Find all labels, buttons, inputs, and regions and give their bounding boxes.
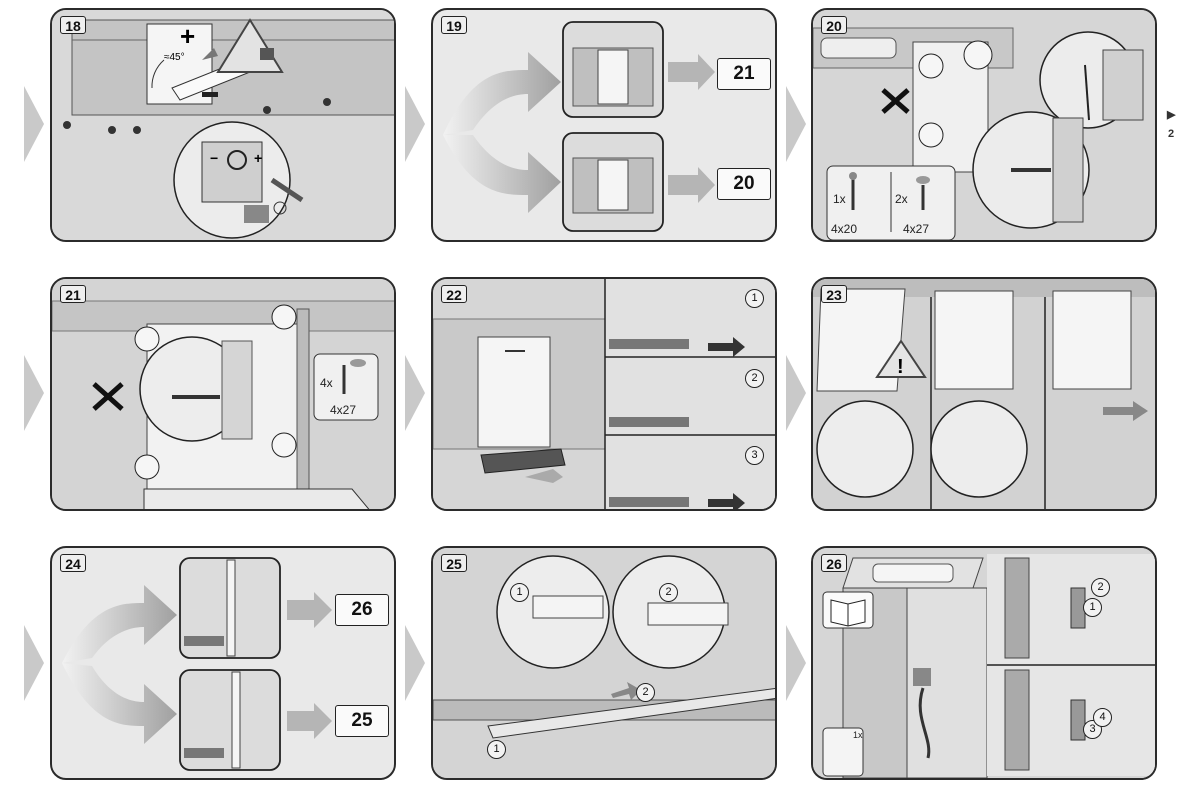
step-number: 22 bbox=[441, 285, 467, 303]
step-chevron bbox=[24, 625, 44, 701]
screw-size: 4x27 bbox=[330, 403, 357, 417]
step-chevron bbox=[786, 355, 806, 431]
step-20-panel: 20 1x 4x20 2x 4x27 bbox=[811, 8, 1157, 242]
step-19-illustration bbox=[443, 21, 715, 232]
next-page-marker: ▶ bbox=[1167, 109, 1176, 121]
go-to-step-26[interactable]: 26 bbox=[335, 594, 389, 626]
sub-step-1: 1 bbox=[510, 583, 529, 602]
sub-step-1: 1 bbox=[1083, 598, 1102, 617]
step-number: 26 bbox=[821, 554, 847, 572]
step-number: 18 bbox=[60, 16, 86, 34]
screw-quantity: 4x bbox=[320, 376, 333, 390]
step-20-illustration bbox=[813, 10, 1155, 240]
sub-step-2: 2 bbox=[745, 369, 764, 388]
step-25-panel: 25 1 2 2 1 bbox=[431, 546, 777, 780]
step-chevron bbox=[405, 86, 425, 162]
step-chevron bbox=[786, 625, 806, 701]
step-chevron bbox=[405, 355, 425, 431]
step-24-panel: 24 26 25 bbox=[50, 546, 396, 780]
step-chevron bbox=[786, 86, 806, 162]
step-number: 23 bbox=[821, 285, 847, 303]
screw-b-size: 4x27 bbox=[903, 222, 930, 236]
step-number: 21 bbox=[60, 285, 86, 303]
sub-step-2: 2 bbox=[1091, 578, 1110, 597]
step-21-panel: 21 4x 4x27 bbox=[50, 277, 396, 511]
quantity-label: 1x bbox=[853, 730, 863, 740]
step-18-illustration: ≈45° + − + bbox=[52, 10, 394, 240]
svg-text:+: + bbox=[254, 150, 262, 166]
strip-number: 1 bbox=[487, 740, 506, 759]
step-chevron bbox=[24, 86, 44, 162]
step-25-illustration bbox=[433, 548, 775, 778]
step-19-panel: 19 21 20 bbox=[431, 8, 777, 242]
step-21-illustration bbox=[52, 279, 394, 509]
screw-b-quantity: 2x bbox=[895, 192, 908, 206]
next-page-number: 2 bbox=[1168, 128, 1175, 140]
sub-step-2: 2 bbox=[659, 583, 678, 602]
step-26-illustration bbox=[813, 548, 1155, 778]
step-number: 24 bbox=[60, 554, 86, 572]
step-24-illustration bbox=[62, 557, 332, 771]
step-26-panel: 26 1x 1 2 3 4 bbox=[811, 546, 1157, 780]
svg-text:+: + bbox=[180, 21, 195, 51]
step-chevron bbox=[405, 625, 425, 701]
screw-a-size: 4x20 bbox=[831, 222, 858, 236]
angle-label: ≈45° bbox=[164, 52, 185, 63]
go-to-step-20[interactable]: 20 bbox=[717, 168, 771, 200]
go-to-step-25[interactable]: 25 bbox=[335, 705, 389, 737]
sub-step-4: 4 bbox=[1093, 708, 1112, 727]
screw-a-quantity: 1x bbox=[833, 192, 846, 206]
slide-direction-number: 2 bbox=[636, 683, 655, 702]
step-chevron bbox=[24, 355, 44, 431]
step-number: 25 bbox=[441, 554, 467, 572]
step-number: 19 bbox=[441, 16, 467, 34]
step-22-panel: 22 1 2 3 bbox=[431, 277, 777, 511]
sub-step-3: 3 bbox=[745, 446, 764, 465]
step-number: 20 bbox=[821, 16, 847, 34]
step-23-panel: 23 ! bbox=[811, 277, 1157, 511]
step-18-panel: 18 ≈45° + − + bbox=[50, 8, 396, 242]
sub-step-1: 1 bbox=[745, 289, 764, 308]
step-23-illustration: ! bbox=[813, 279, 1155, 509]
step-22-illustration bbox=[433, 279, 775, 509]
go-to-step-21[interactable]: 21 bbox=[717, 58, 771, 90]
svg-text:−: − bbox=[210, 150, 218, 166]
svg-text:!: ! bbox=[897, 356, 904, 378]
